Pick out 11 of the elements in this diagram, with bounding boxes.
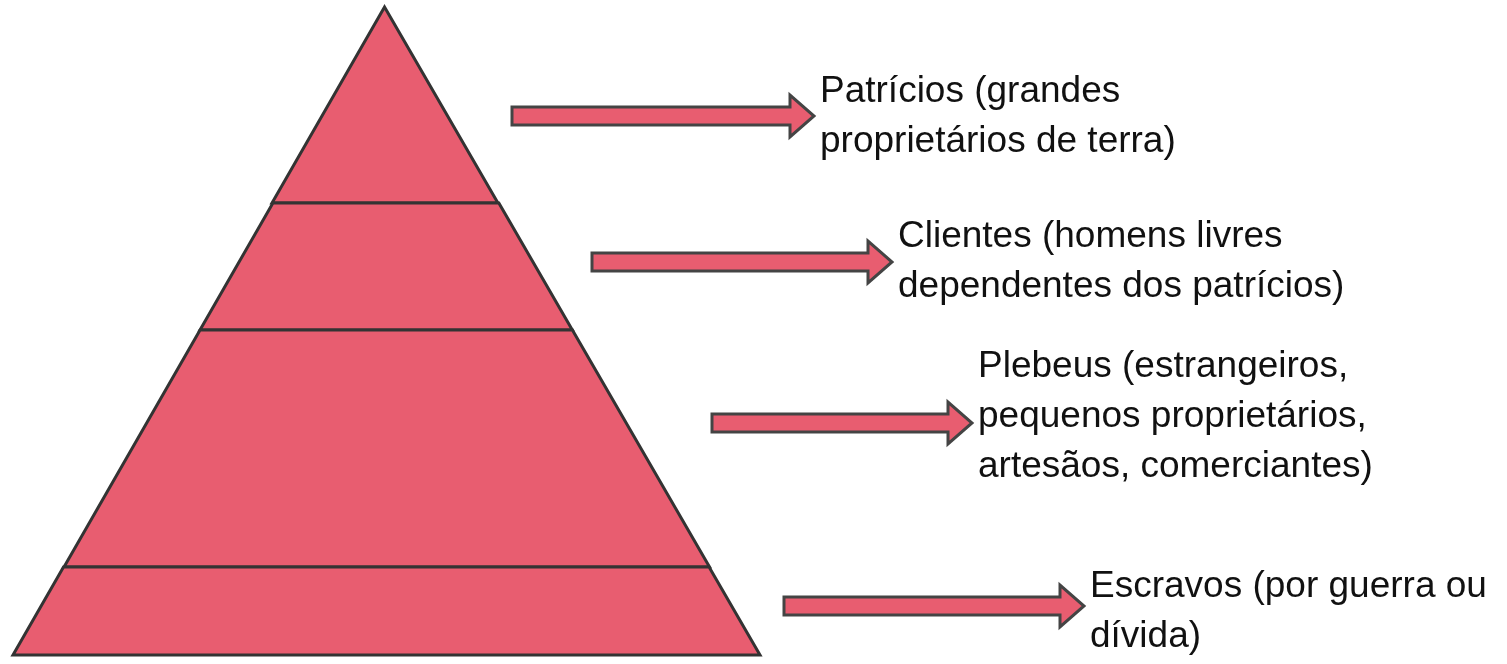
tier-description: Escravos (por guerra ou dívida) (1090, 563, 1488, 657)
pyramid-top-tier (272, 7, 499, 203)
block-arrow (510, 91, 817, 141)
block-arrow (590, 237, 895, 287)
tier-description: Plebeus (estrangeiros, pequenos proprietários, artesãos, comerciantes) (978, 343, 1374, 487)
block-arrow (710, 398, 975, 448)
tier-description: Clientes (homens livres dependentes dos patrícios) (898, 213, 1346, 307)
block-arrow (782, 581, 1087, 631)
pyramid-tier (13, 567, 760, 655)
tier-description: Patrícios (grandes proprietários de terra) (820, 68, 1177, 162)
pyramid-tier (199, 203, 572, 330)
